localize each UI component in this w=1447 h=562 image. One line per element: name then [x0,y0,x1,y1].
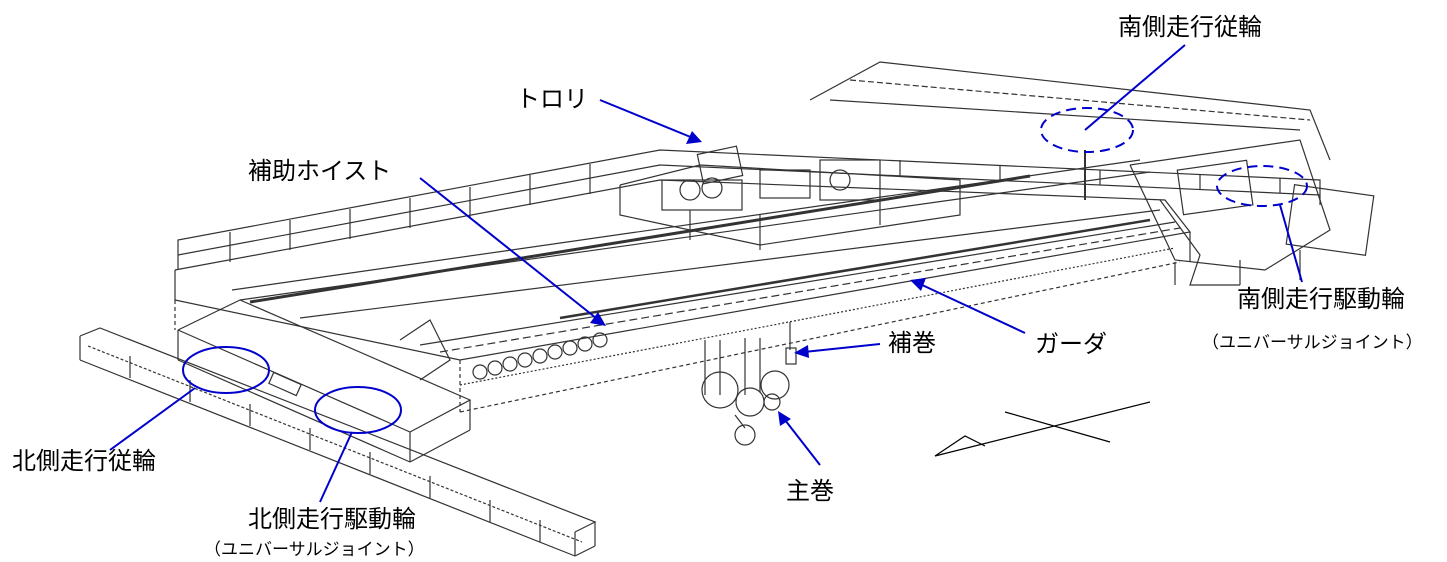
north-drive-wheel-marker [314,386,402,434]
label-north-drive-wheel: 北側走行駆動輪 [248,506,416,533]
arrowhead-aux-hook [794,345,809,358]
arrow-trolley [599,99,694,139]
leader-north-drive [319,431,353,503]
arrow-girder [919,283,1026,334]
north-arrow-mark [934,401,1151,457]
north-end-carriage [177,299,472,463]
south-drive-wheel-marker [1216,165,1308,207]
leader-north-follower [109,387,196,451]
arrowhead-main-hook [778,411,791,426]
callouts [109,44,1308,503]
label-aux-hoist: 補助ホイスト [248,158,392,185]
label-aux-hook: 補巻 [888,330,936,357]
crane-structure [79,61,1375,557]
main-hook-block [701,338,790,446]
arrowhead-trolley [686,131,702,144]
arrowhead-aux-hoist [590,312,606,326]
arrow-aux-hook [803,343,881,353]
arrow-aux-hoist [419,177,597,319]
trolley-frame [619,145,961,250]
aux-hook-block [785,322,797,365]
girder-wheel-row [399,319,608,381]
south-end-carriage [1084,139,1375,286]
arrowhead-girder [910,278,926,291]
north-follower-wheel-marker [182,346,270,394]
label-south-drive-wheel-note: （ユニバーサルジョイント） [1202,333,1423,352]
label-north-follower-wheel: 北側走行従輪 [12,448,156,475]
bridge-girder [174,159,1192,413]
leader-south-follower [1084,44,1186,131]
label-south-drive-wheel: 南側走行駆動輪 [1237,286,1405,313]
south-follower-wheel-marker [1040,107,1134,153]
leader-south-drive [1279,204,1303,283]
label-main-hook: 主巻 [786,478,834,505]
label-north-drive-wheel-note: （ユニバーサルジョイント） [204,540,425,559]
arrow-main-hook [784,419,821,466]
north-rail-beam [79,327,597,557]
label-girder: ガーダ [1035,331,1107,358]
label-south-follower-wheel: 南側走行従輪 [1118,14,1262,41]
label-trolley: トロリ [516,86,588,113]
